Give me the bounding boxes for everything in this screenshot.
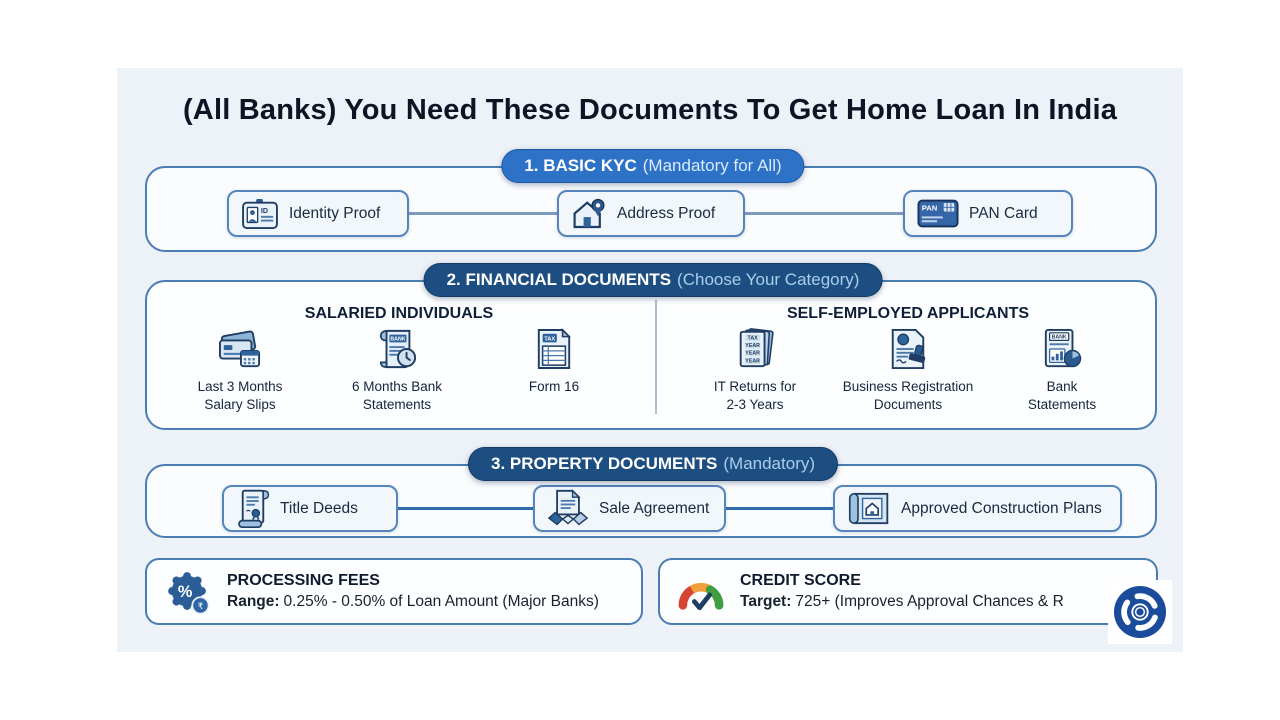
section-2-subtitle: (Choose Your Category)	[677, 270, 860, 289]
bank-icon-text: BANK	[1052, 335, 1067, 341]
infographic-panel: (All Banks) You Need These Documents To …	[117, 68, 1183, 652]
financial-item-it-returns: TAX YEAR YEAR YEAR IT Returns for 2-3 Ye…	[670, 328, 840, 413]
id-icon-text: ID	[261, 208, 268, 215]
processing-fees-detail: Range:0.25% - 0.50% of Loan Amount (Majo…	[227, 593, 599, 610]
section-1-header-pill: 1. BASIC KYC (Mandatory for All)	[501, 149, 805, 183]
bank-icon-text: BANK	[390, 336, 405, 342]
financial-item-label: Form 16	[528, 379, 580, 394]
kyc-card-pan-card: PAN PAN Card	[903, 190, 1073, 237]
tax-form-icon: TAX	[537, 328, 572, 369]
processing-fees-box: % ₹ PROCESSING FEES Range:0.25% - 0.50% …	[145, 558, 643, 625]
financial-item-label: Bank Statements	[1027, 379, 1097, 412]
section-3-subtitle: (Mandatory)	[723, 454, 816, 473]
blueprint-icon	[848, 492, 889, 525]
tax-icon-text: TAX	[748, 335, 759, 341]
financial-item-bank-statements-se: BANK Bank Statements	[977, 328, 1147, 413]
property-item-label: Approved Construction Plans	[901, 499, 1102, 517]
processing-fees-text: PROCESSING FEES Range:0.25% - 0.50% of L…	[227, 572, 599, 611]
property-card-construction-plans: Approved Construction Plans	[833, 485, 1122, 532]
financial-item-label: 6 Months Bank Statements	[351, 379, 443, 412]
kyc-card-identity-proof: ID Identity Proof	[227, 190, 409, 237]
page-title: (All Banks) You Need These Documents To …	[182, 94, 1118, 126]
section-financial-documents: SALARIED INDIVIDUALS SELF-EMPLOYED APPLI…	[145, 280, 1157, 430]
salaried-heading: SALARIED INDIVIDUALS	[304, 305, 494, 322]
credit-gauge-icon	[678, 582, 724, 610]
year-icon-text: YEAR	[745, 351, 760, 357]
title-deed-icon	[238, 489, 270, 529]
financial-item-label: Last 3 Months Salary Slips	[197, 379, 283, 412]
processing-fees-title: PROCESSING FEES	[227, 572, 380, 589]
percent-icon-text: %	[178, 582, 193, 600]
money-hands-logo-icon	[1113, 585, 1167, 639]
financial-item-label: Business Registration Documents	[842, 379, 974, 412]
it-returns-icon: TAX YEAR YEAR YEAR	[739, 328, 774, 368]
section-2-header-pill: 2. FINANCIAL DOCUMENTS (Choose Your Categ…	[423, 263, 883, 297]
section-3-header-pill: 3. PROPERTY DOCUMENTS (Mandatory)	[467, 447, 839, 481]
business-registration-icon	[891, 328, 926, 370]
self-employed-heading: SELF-EMPLOYED APPLICANTS	[786, 305, 1030, 322]
property-item-label: Title Deeds	[280, 499, 358, 517]
credit-score-title: CREDIT SCORE	[740, 572, 861, 589]
credit-score-detail: Target:725+ (Improves Approval Chances &…	[740, 593, 1064, 610]
property-card-title-deeds: Title Deeds	[222, 485, 398, 532]
kyc-item-label: Address Proof	[617, 204, 716, 222]
financial-item-bank-statements-6m: BANK 6 Months Bank Statements	[312, 328, 482, 413]
property-card-sale-agreement: Sale Agreement	[533, 485, 726, 532]
financial-item-form-16: TAX Form 16	[469, 328, 639, 396]
section-1-title: 1. BASIC KYC	[524, 156, 637, 175]
kyc-item-label: Identity Proof	[289, 204, 381, 222]
section-3-title: 3. PROPERTY DOCUMENTS	[490, 454, 718, 473]
credit-score-text: CREDIT SCORE Target:725+ (Improves Appro…	[740, 572, 1064, 611]
financial-item-label: IT Returns for 2-3 Years	[713, 379, 797, 412]
property-item-label: Sale Agreement	[599, 499, 710, 517]
id-card-icon: ID	[242, 198, 278, 229]
financial-item-salary-slips: Last 3 Months Salary Slips	[155, 328, 325, 413]
year-icon-text: YEAR	[745, 358, 760, 364]
fees-badge-icon: % ₹	[168, 571, 210, 614]
channel-logo-badge	[1108, 580, 1172, 644]
credit-score-box: CREDIT SCORE Target:725+ (Improves Appro…	[658, 558, 1158, 625]
kyc-item-label: PAN Card	[969, 204, 1038, 222]
salary-slips-icon	[219, 330, 261, 368]
category-divider	[655, 300, 657, 414]
pan-card-icon: PAN	[917, 199, 959, 228]
rupee-icon-text: ₹	[198, 600, 204, 610]
house-pin-icon	[573, 198, 605, 229]
section-2-title: 2. FINANCIAL DOCUMENTS	[446, 270, 672, 289]
bank-statement-clock-icon: BANK	[379, 329, 417, 369]
bank-chart-icon: BANK	[1044, 329, 1082, 368]
section-1-subtitle: (Mandatory for All)	[642, 156, 782, 175]
financial-item-business-registration: Business Registration Documents	[813, 328, 1003, 413]
handshake-icon	[547, 488, 589, 525]
pan-icon-text: PAN	[922, 204, 938, 213]
kyc-card-address-proof: Address Proof	[557, 190, 745, 237]
year-icon-text: YEAR	[745, 343, 760, 349]
tax-icon-text: TAX	[544, 336, 555, 342]
